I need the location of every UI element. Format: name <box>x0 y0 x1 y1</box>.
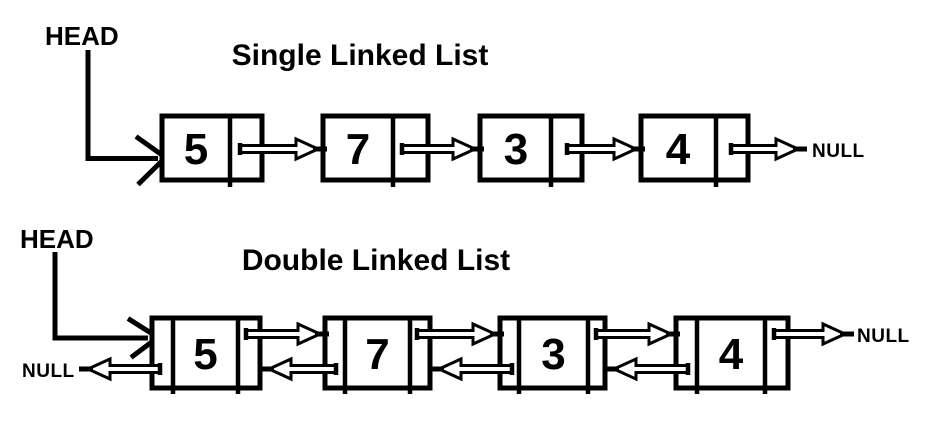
arrow-shaft <box>729 136 802 162</box>
prev-pointer-arrow <box>79 356 163 382</box>
single-linked-list: HEAD Single Linked List 5 7 3 4 NULL <box>45 21 865 187</box>
prev-pointer-arrow <box>260 356 339 382</box>
single-list-title: Single Linked List <box>232 39 489 72</box>
node-box <box>673 315 791 391</box>
head-label: HEAD <box>45 21 119 51</box>
next-pointer-arrow <box>414 321 504 347</box>
node-box <box>149 315 263 391</box>
null-label: NULL <box>812 141 865 162</box>
next-pointer-arrow <box>399 136 484 162</box>
next-pointer-arrow <box>593 321 680 347</box>
double-linked-list: HEAD Double Linked List 5 7 3 4 <box>20 224 910 394</box>
node-value: 4 <box>719 330 744 379</box>
prev-pointer-arrow <box>430 356 515 382</box>
head-pointer-line <box>52 252 148 341</box>
arrow-shaft <box>84 356 162 382</box>
next-pointer-arrow <box>564 136 645 162</box>
head-pointer-line <box>85 50 158 161</box>
next-pointer-arrow <box>243 321 329 347</box>
next-pointer-arrow <box>771 321 854 347</box>
arrow-shaft <box>772 321 849 347</box>
prev-pointer-arrow <box>605 356 691 382</box>
double-node: 5 <box>149 315 263 394</box>
arrow-shaft <box>435 356 514 382</box>
double-list-title: Double Linked List <box>242 244 510 277</box>
double-node: 7 <box>322 315 433 394</box>
null-label: NULL <box>22 361 75 382</box>
node-value: 3 <box>541 330 565 379</box>
next-pointer-arrow <box>237 136 327 162</box>
node-value: 7 <box>346 125 370 174</box>
head-label: HEAD <box>20 224 94 254</box>
arrow-shaft <box>238 136 322 162</box>
null-label: NULL <box>857 326 910 347</box>
node-box <box>322 315 433 391</box>
node-value: 4 <box>666 125 691 174</box>
arrow-shaft <box>244 321 324 347</box>
arrow-shaft <box>400 136 479 162</box>
arrow-shaft <box>565 136 640 162</box>
node-value: 5 <box>184 125 208 174</box>
next-pointer-arrow <box>728 136 807 162</box>
node-value: 3 <box>504 125 528 174</box>
node-value: 7 <box>365 330 389 379</box>
pointer-arrows <box>79 136 854 382</box>
arrow-shaft <box>415 321 499 347</box>
node-value: 5 <box>193 330 217 379</box>
arrow-shaft <box>265 356 338 382</box>
double-node: 4 <box>673 315 791 394</box>
double-node: 3 <box>497 315 608 394</box>
arrow-shaft <box>610 356 690 382</box>
arrow-shaft <box>594 321 675 347</box>
